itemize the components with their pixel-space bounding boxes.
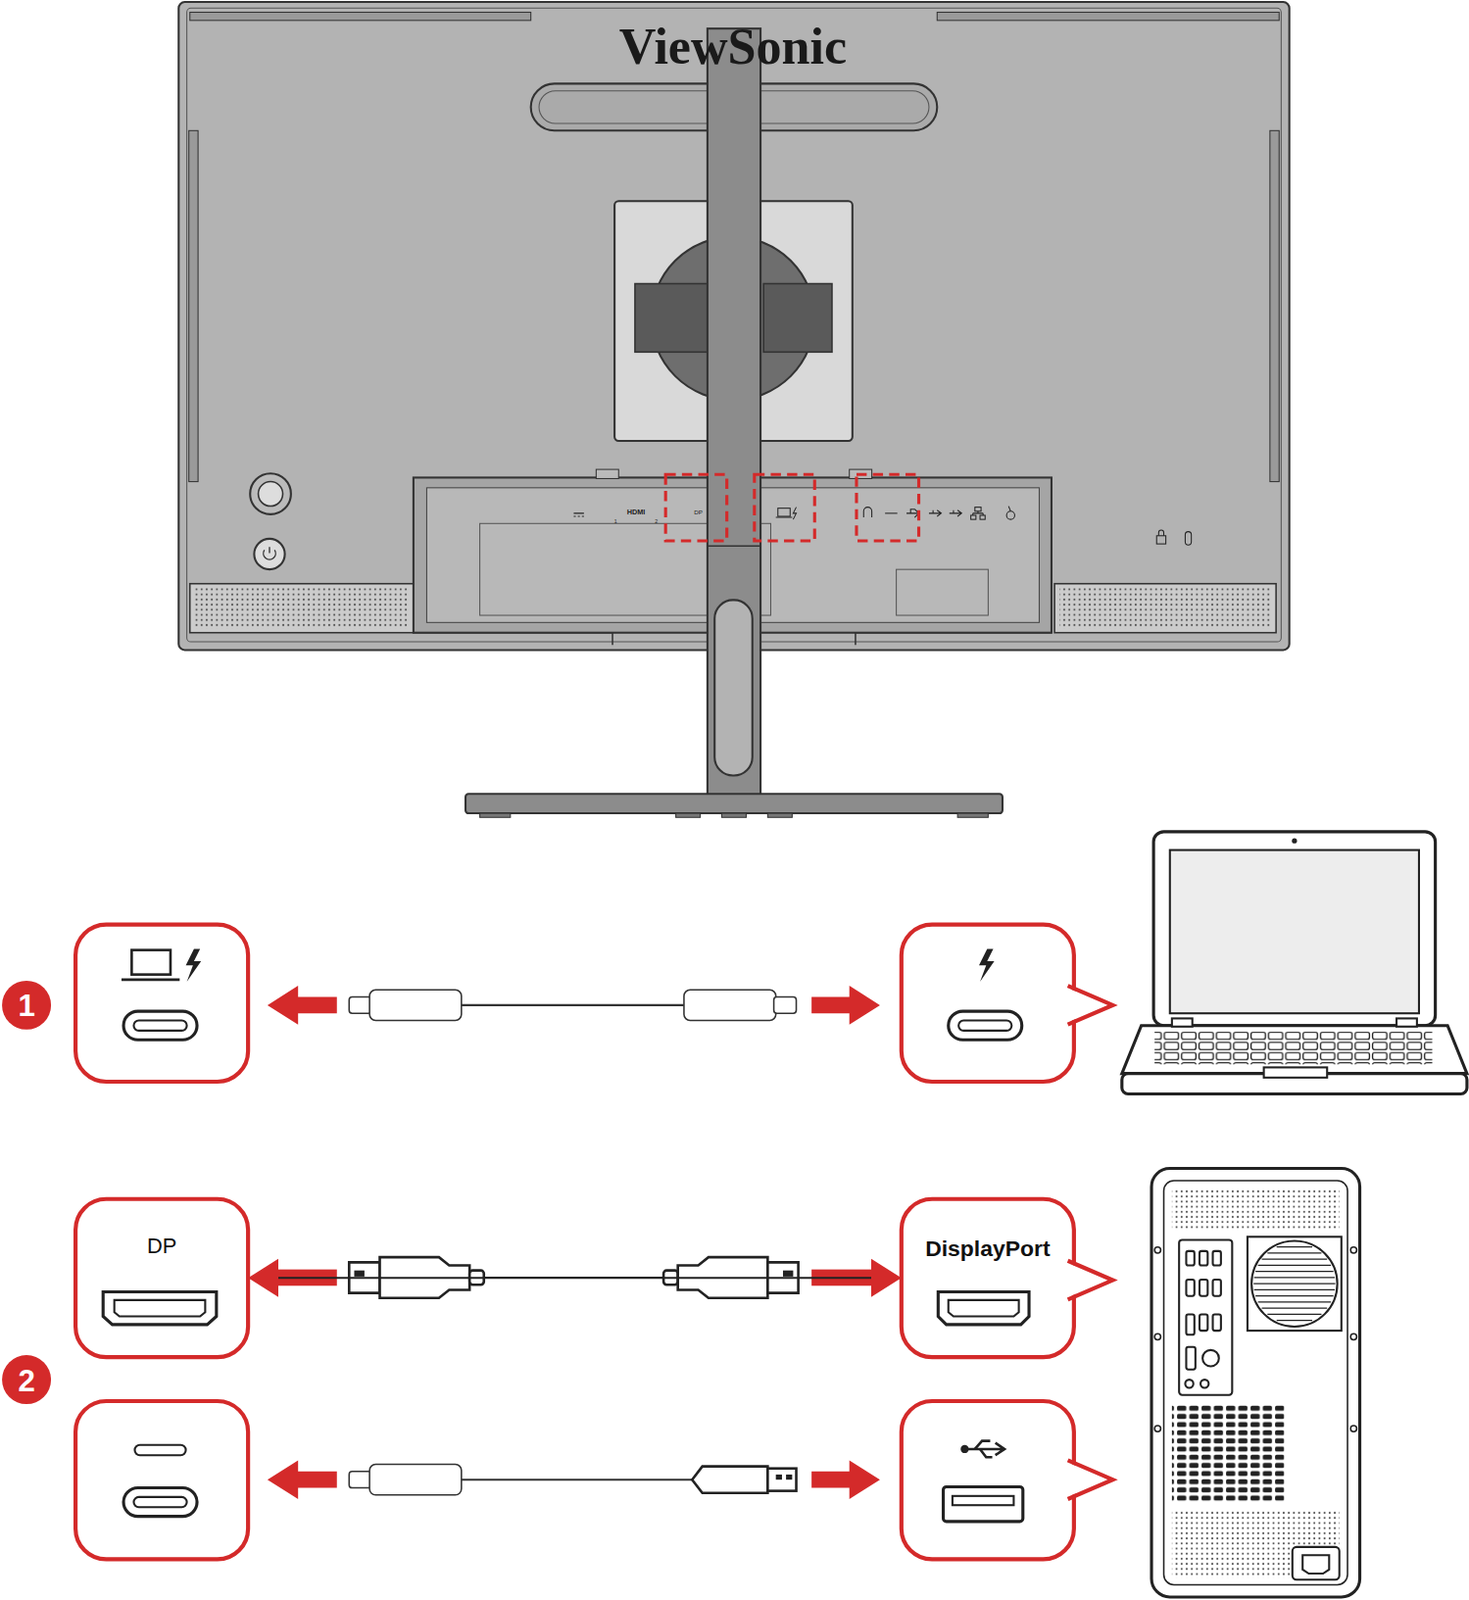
brand-logo: ViewSonic <box>619 20 847 72</box>
pc-tower <box>1151 1169 1361 1598</box>
port-name: HDMI <box>627 508 646 516</box>
port-label: DP <box>75 1199 248 1259</box>
port-number: 1 <box>614 519 618 525</box>
box-outline <box>75 1199 248 1358</box>
callout-number: 1 <box>17 990 35 1022</box>
port-number: 2 <box>654 519 658 525</box>
port-box <box>75 925 248 1082</box>
port-name: DP <box>693 509 703 516</box>
port-label: DisplayPort <box>901 1199 1075 1264</box>
port-box: DisplayPort <box>901 1199 1075 1358</box>
callout-disc <box>1 980 51 1030</box>
usb-c-cable <box>267 985 881 1026</box>
laptop <box>1122 832 1468 1095</box>
port-icon <box>102 1292 1029 1325</box>
port-box: DP <box>75 1199 248 1358</box>
port-box <box>901 1401 1114 1560</box>
port-box <box>901 925 1114 1082</box>
callout-disc <box>1 1355 51 1405</box>
box-outline <box>901 1199 1075 1358</box>
port-box <box>75 1401 248 1560</box>
cable-connector <box>247 1276 902 1279</box>
callout-number: 2 <box>17 1366 35 1397</box>
usb-cable <box>267 1460 881 1500</box>
monitor-back <box>178 1 1289 818</box>
